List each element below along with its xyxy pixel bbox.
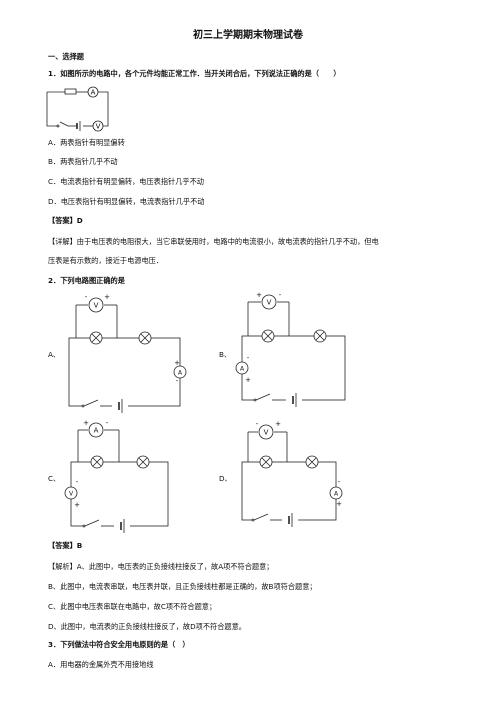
ammeter-symbol xyxy=(235,361,249,375)
page-title: 初三上学期期末物理试卷 xyxy=(193,30,303,41)
ammeter-label: A xyxy=(91,89,96,97)
c-v-plus: + xyxy=(74,501,80,509)
b-v-minus: - xyxy=(279,291,282,299)
ammeter-symbol xyxy=(173,365,187,379)
voltmeter-symbol xyxy=(88,297,104,313)
a-a-minus: - xyxy=(176,377,179,385)
ammeter-symbol xyxy=(88,422,104,438)
a-v-minus: - xyxy=(85,293,88,301)
a-a-plus: + xyxy=(174,359,180,367)
switch-lever xyxy=(59,121,69,127)
circuit-a xyxy=(68,297,187,413)
d-ammeter-letter: A xyxy=(334,491,339,498)
c-v-minus: - xyxy=(76,478,79,486)
b-a-minus: - xyxy=(247,354,250,362)
a-ammeter-letter: A xyxy=(178,370,183,377)
section-heading: 一、选择题 xyxy=(48,52,84,61)
q2-label-c: C、 xyxy=(48,474,61,483)
q2-explanation-line-2: B、此图中，电流表串联，电压表并联，且正负接线柱都是正确的，故B项符合题意； xyxy=(48,582,317,591)
q2-explanation-line-3: C、此图中电压表串联在电路中，故C项不符合题意； xyxy=(48,602,217,611)
voltmeter-symbol xyxy=(64,486,78,500)
wire xyxy=(46,92,57,127)
q1-option-a: A．两表指针有明显偏转 xyxy=(48,138,125,147)
q2-answer: 【答案】B xyxy=(48,541,83,550)
voltmeter-symbol xyxy=(258,424,274,440)
q1-explanation-line-1: 【详解】由于电压表的电阻很大，当它串联使用时，电路中的电流很小，故电流表的指针几… xyxy=(48,237,379,246)
d-a-minus: - xyxy=(338,478,341,486)
c-a-minus: - xyxy=(106,419,109,427)
q2-explanation-line-4: D、此图中，电流表的正负接线柱接反了，故D项不符合题意。 xyxy=(48,622,246,631)
b-ammeter-letter: A xyxy=(240,366,245,373)
question-3-stem: 3．下列做法中符合安全用电原则的是（ ） xyxy=(48,640,190,649)
switch-contact xyxy=(56,124,60,128)
b-a-plus: + xyxy=(245,376,251,384)
a-voltmeter-letter: V xyxy=(94,302,99,310)
b-v-plus: + xyxy=(256,291,262,299)
q2-label-a: A、 xyxy=(48,350,61,359)
b-voltmeter-letter: V xyxy=(267,299,272,307)
d-a-plus: + xyxy=(336,500,342,508)
c-ammeter-letter: A xyxy=(94,427,99,435)
voltmeter-label: V xyxy=(96,123,101,131)
a-v-plus: + xyxy=(104,293,110,301)
question-2-stem: 2．下列电路图正确的是 xyxy=(48,276,125,285)
d-voltmeter-letter: V xyxy=(264,429,269,437)
ammeter-symbol xyxy=(329,486,343,500)
q1-option-d: D．电压表指针有明显偏转，电流表指针几乎不动 xyxy=(48,197,205,206)
c-voltmeter-letter: V xyxy=(69,491,74,498)
resistor-symbol xyxy=(64,88,77,95)
q1-answer: 【答案】D xyxy=(48,216,83,225)
d-v-plus: + xyxy=(275,420,281,428)
c-a-plus: + xyxy=(83,419,89,427)
q2-explanation-line-1: 【解析】A、此图中，电压表的正负接线柱接反了，故A项不符合题意； xyxy=(48,562,274,571)
q1-option-b: B．两表指针几乎不动 xyxy=(48,157,118,166)
d-v-minus: - xyxy=(256,420,259,428)
wire xyxy=(98,91,109,127)
voltmeter-symbol xyxy=(261,294,277,310)
circuit-d xyxy=(241,424,343,527)
question-1-stem: 1．如图所示的电路中，各个元件均能正常工作．当开关闭合后，下列说法正确的是（ ） xyxy=(48,69,341,78)
q1-explanation-line-2: 压表是有示数的，接近于电源电压． xyxy=(48,256,164,265)
circuit-c xyxy=(64,422,169,533)
circuit-b xyxy=(235,294,346,407)
q2-label-b: B、 xyxy=(219,350,232,359)
q3-option-a: A．用电器的金属外壳不用接地线 xyxy=(48,660,154,669)
q1-option-c: C．电流表指针有明显偏转，电压表指针几乎不动 xyxy=(48,177,204,186)
q2-label-d: D、 xyxy=(219,474,232,483)
